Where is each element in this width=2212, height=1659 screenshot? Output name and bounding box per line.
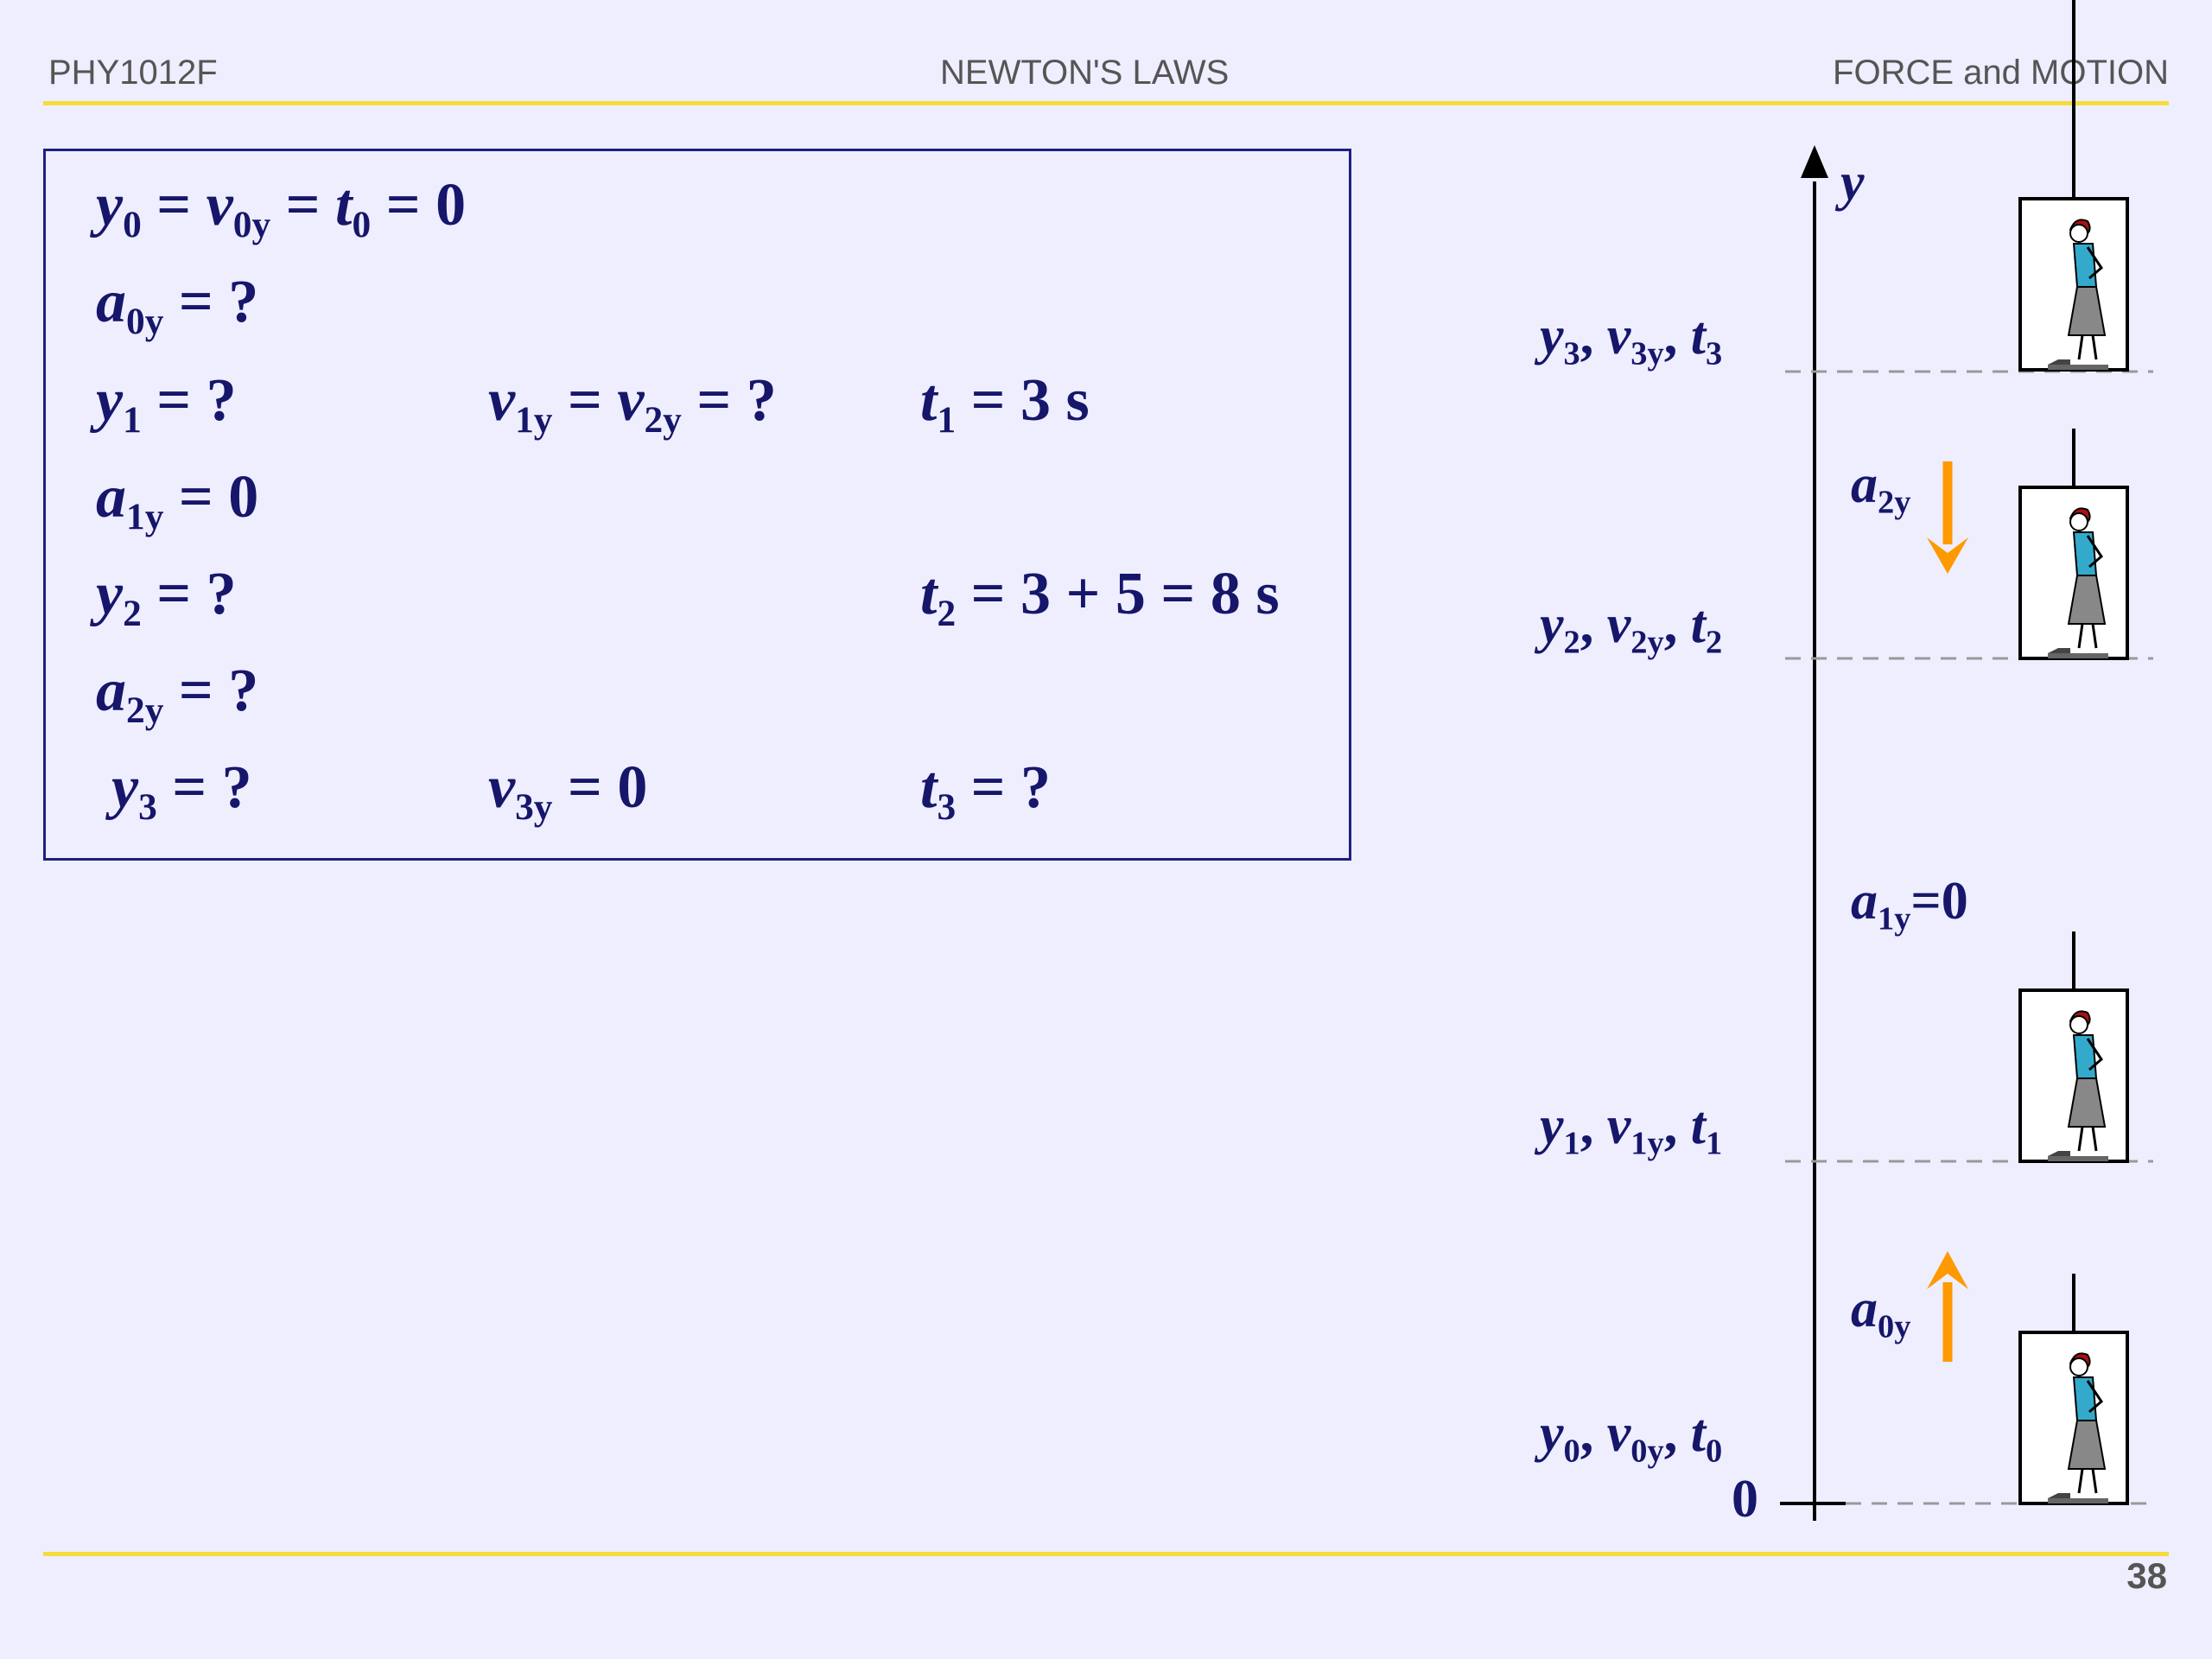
- equation-t2: t2 = 3 + 5 = 8 s: [920, 561, 1280, 634]
- equation-y1: y1 = ?: [96, 367, 237, 441]
- accel-label-a2: a2y: [1851, 455, 1911, 521]
- elevator-decelerating: [2018, 429, 2129, 660]
- equation-v3: v3y = 0: [488, 754, 648, 828]
- level-label-1: y1, v1y, t1: [1540, 1096, 1723, 1162]
- accel-label-a1: a1y=0: [1851, 872, 1968, 938]
- equations-box: y0 = v0y = t0 = 0 a0y = ? y1 = ? v1y = v…: [43, 149, 1351, 861]
- accel-arrow-down: [1927, 461, 1968, 574]
- equation-t1: t1 = 3 s: [920, 367, 1090, 441]
- equation-y3: y3 = ?: [111, 754, 252, 828]
- level-label-2: y2, v2y, t2: [1540, 595, 1723, 661]
- elevator-constant-velocity: [2018, 931, 2129, 1163]
- equation-a0: a0y = ?: [96, 269, 259, 342]
- y-axis-arrowhead: [1801, 145, 1828, 178]
- equation-initial: y0 = v0y = t0 = 0: [96, 172, 467, 245]
- page-number: 38: [2126, 1555, 2167, 1596]
- course-code: PHY1012F: [48, 54, 218, 92]
- level-label-3: y3, v3y, t3: [1540, 307, 1723, 372]
- equation-t3: t3 = ?: [920, 754, 1052, 828]
- footer-rule: [43, 1552, 2169, 1556]
- y-axis-label: y: [1840, 153, 1865, 212]
- accel-arrow-up: [1927, 1251, 1968, 1362]
- elevator-start: [2018, 1274, 2129, 1505]
- equation-a1: a1y = 0: [96, 464, 259, 537]
- topic-title: NEWTON'S LAWS: [940, 54, 1230, 92]
- section-title: FORCE and MOTION: [1833, 54, 2169, 92]
- level-label-0: y0, v0y, t0: [1540, 1404, 1723, 1470]
- elevator-top: [2018, 0, 2129, 372]
- header-rule: [43, 101, 2169, 105]
- accel-label-a0: a0y: [1851, 1280, 1911, 1345]
- equation-v1-v2: v1y = v2y = ?: [488, 367, 777, 441]
- origin-label: 0: [1732, 1470, 1758, 1529]
- equation-y2: y2 = ?: [96, 561, 237, 634]
- equation-a2: a2y = ?: [96, 658, 259, 731]
